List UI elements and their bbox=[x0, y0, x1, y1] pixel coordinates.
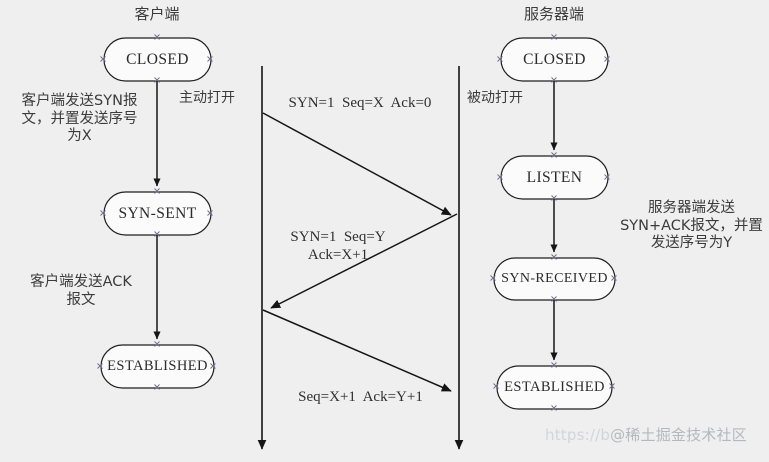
column-title-client: 客户端 bbox=[134, 5, 180, 23]
state-box-client-closed bbox=[103, 37, 212, 82]
message-label-syn-ack: SYN=1 Seq=Y Ack=X+1 bbox=[290, 229, 386, 264]
state-box-client-syn-sent bbox=[103, 191, 212, 236]
server-box-handles bbox=[490, 34, 617, 411]
annotation-server-syn-ack: 服务器端发送 SYN+ACK报文，并置 发送序号为Y bbox=[620, 200, 763, 252]
state-box-server-syn-received bbox=[493, 257, 616, 301]
client-box-handles bbox=[97, 34, 216, 390]
message-arrow-ack bbox=[262, 309, 452, 392]
state-box-client-established bbox=[100, 344, 215, 389]
message-arrows bbox=[262, 112, 458, 392]
message-arrow-syn bbox=[262, 112, 452, 216]
message-label-syn: SYN=1 Seq=X Ack=0 bbox=[288, 95, 432, 111]
timelines bbox=[257, 66, 464, 450]
watermark-url: https://b bbox=[545, 426, 611, 444]
annotation-client-ack: 客户端发送ACK 报文 bbox=[30, 274, 132, 308]
annotation-client-syn: 客户端发送SYN报 文，并置发送序号 为X bbox=[21, 93, 138, 145]
transition-label-active-open: 主动打开 bbox=[179, 90, 235, 106]
message-arrow-syn-ack bbox=[270, 213, 458, 309]
state-box-server-established bbox=[496, 365, 613, 410]
state-box-server-listen bbox=[500, 155, 609, 200]
watermark-handle: @稀土掘金技术社区 bbox=[610, 426, 747, 444]
column-title-server: 服务器端 bbox=[523, 5, 584, 23]
watermark: https://b@稀土掘金技术社区 bbox=[545, 424, 765, 450]
transition-label-passive-open: 被动打开 bbox=[467, 90, 523, 106]
message-label-ack: Seq=X+1 Ack=Y+1 bbox=[298, 389, 423, 405]
state-box-server-closed bbox=[500, 37, 609, 82]
